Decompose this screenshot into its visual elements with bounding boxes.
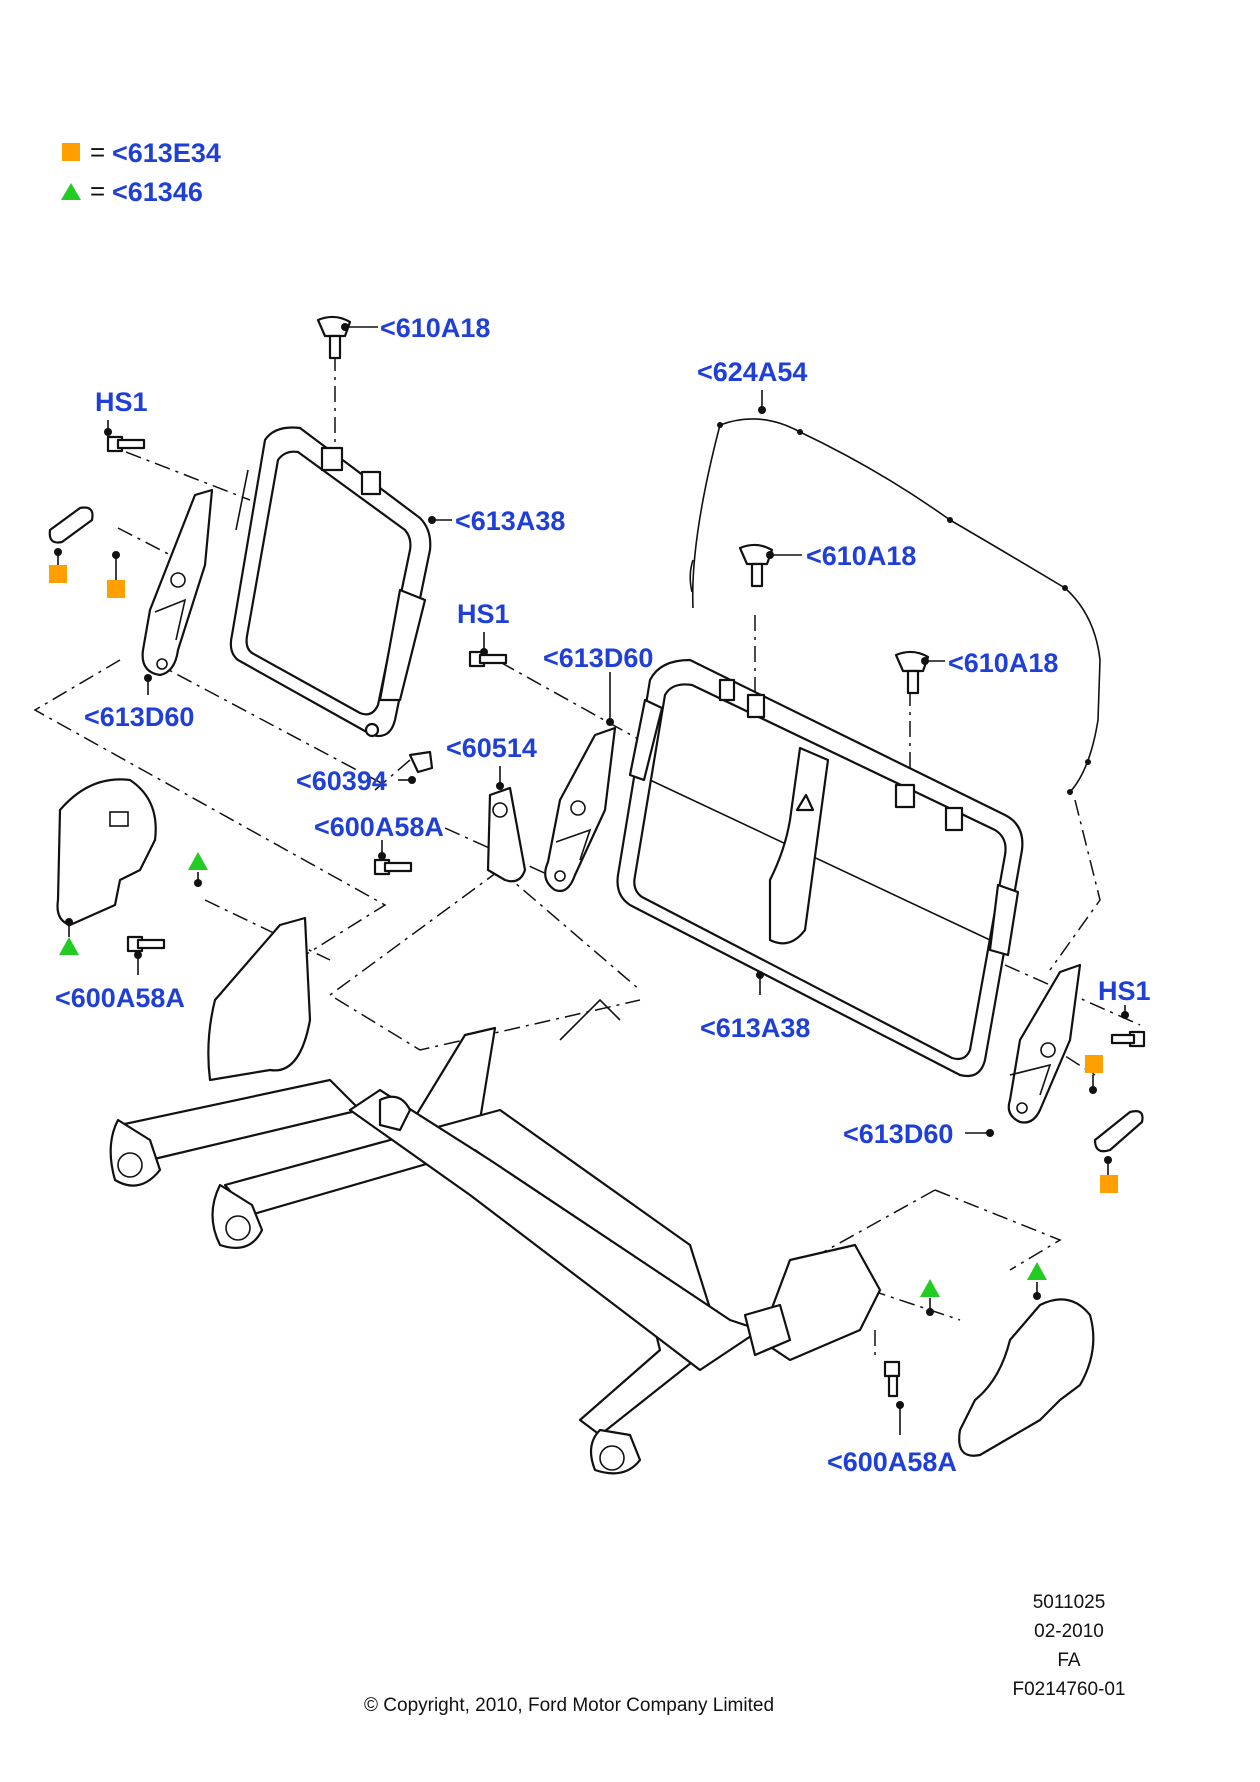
diagram-markers bbox=[49, 565, 1118, 1297]
callout-clip-60394[interactable]: <60394 bbox=[296, 766, 387, 796]
green-triangle-icon bbox=[188, 852, 208, 870]
callout-hinge-613D60-left[interactable]: <613D60 bbox=[84, 702, 194, 732]
bolt-600A58A-right[interactable] bbox=[883, 1360, 901, 1398]
wire-harness[interactable] bbox=[689, 418, 1101, 795]
orange-square-icon bbox=[62, 143, 80, 161]
callout-bolt-600A58A-right[interactable]: <600A58A bbox=[827, 1447, 957, 1477]
seat-base-frame[interactable] bbox=[109, 916, 882, 1475]
legend-equals: = bbox=[90, 137, 105, 167]
callout-bolt-610A18-top[interactable]: <610A18 bbox=[380, 313, 490, 343]
callout-hinge-613D60-center[interactable]: <613D60 bbox=[543, 643, 653, 673]
legend: = <613E34 = <61346 bbox=[61, 137, 221, 207]
release-handle-left[interactable] bbox=[48, 506, 94, 544]
callout-bolt-610A18-mid[interactable]: <610A18 bbox=[806, 541, 916, 571]
green-triangle-icon bbox=[1027, 1262, 1047, 1280]
bolt-600A58A-center[interactable] bbox=[373, 858, 413, 876]
callout-bolt-600A58A-center[interactable]: <600A58A bbox=[314, 812, 444, 842]
orange-square-icon bbox=[107, 580, 125, 598]
legend-code-61346[interactable]: <61346 bbox=[112, 177, 203, 207]
leader-lines bbox=[54, 323, 1129, 1435]
callout-hs1-left[interactable]: HS1 bbox=[95, 387, 148, 417]
callout-frame-613A38-right[interactable]: <613A38 bbox=[700, 1013, 810, 1043]
callout-hs1-right[interactable]: HS1 bbox=[1098, 976, 1151, 1006]
recliner-hinge-right[interactable] bbox=[1007, 963, 1082, 1124]
footer: 5011025 02-2010 FA F0214760-01 © Copyrig… bbox=[364, 1592, 1126, 1716]
clip-60394[interactable] bbox=[408, 750, 434, 774]
bolt-hs1-center[interactable] bbox=[468, 650, 508, 668]
legend-code-613E34[interactable]: <613E34 bbox=[112, 138, 221, 168]
callout-bolt-610A18-right[interactable]: <610A18 bbox=[948, 648, 1058, 678]
seat-back-frame-right[interactable] bbox=[616, 658, 1024, 1078]
seat-back-frame-left[interactable] bbox=[229, 426, 432, 738]
orange-square-icon bbox=[1100, 1175, 1118, 1193]
bracket-60514[interactable] bbox=[486, 786, 527, 883]
bolt-610A18-mid[interactable] bbox=[738, 543, 774, 588]
callout-bolt-600A58A-left[interactable]: <600A58A bbox=[55, 983, 185, 1013]
bolt-hs1-right[interactable] bbox=[1110, 1030, 1146, 1048]
green-triangle-icon bbox=[59, 937, 79, 955]
ref-number: 5011025 bbox=[1033, 1592, 1106, 1613]
callout-hs1-center[interactable]: HS1 bbox=[457, 599, 510, 629]
side-cover-right[interactable] bbox=[958, 1298, 1095, 1457]
code: FA bbox=[1057, 1650, 1081, 1671]
legend-equals: = bbox=[90, 176, 105, 206]
bolt-610A18-top[interactable] bbox=[316, 315, 352, 360]
release-handle-right[interactable] bbox=[1093, 1110, 1144, 1153]
bolt-600A58A-left[interactable] bbox=[126, 935, 166, 953]
bolt-610A18-right[interactable] bbox=[894, 650, 930, 695]
green-triangle-icon bbox=[920, 1279, 940, 1297]
recliner-hinge-left[interactable] bbox=[141, 488, 214, 677]
callout-labels: <610A18 <624A54 HS1 <613A38 <610A18 <610… bbox=[55, 313, 1151, 1477]
copyright: © Copyright, 2010, Ford Motor Company Li… bbox=[364, 1695, 774, 1716]
callout-wire-harness-624A54[interactable]: <624A54 bbox=[697, 357, 807, 387]
orange-square-icon bbox=[49, 565, 67, 583]
date: 02-2010 bbox=[1034, 1621, 1104, 1642]
green-triangle-icon bbox=[61, 183, 81, 200]
figure-id: F0214760-01 bbox=[1012, 1679, 1125, 1700]
callout-clip-60514[interactable]: <60514 bbox=[446, 733, 537, 763]
recliner-hinge-center[interactable] bbox=[544, 726, 617, 893]
orange-square-icon bbox=[1085, 1055, 1103, 1073]
callout-hinge-613D60-right[interactable]: <613D60 bbox=[843, 1119, 953, 1149]
callout-frame-613A38-left[interactable]: <613A38 bbox=[455, 506, 565, 536]
side-cover-left[interactable] bbox=[56, 778, 157, 927]
bolt-hs1-left[interactable] bbox=[106, 435, 146, 453]
